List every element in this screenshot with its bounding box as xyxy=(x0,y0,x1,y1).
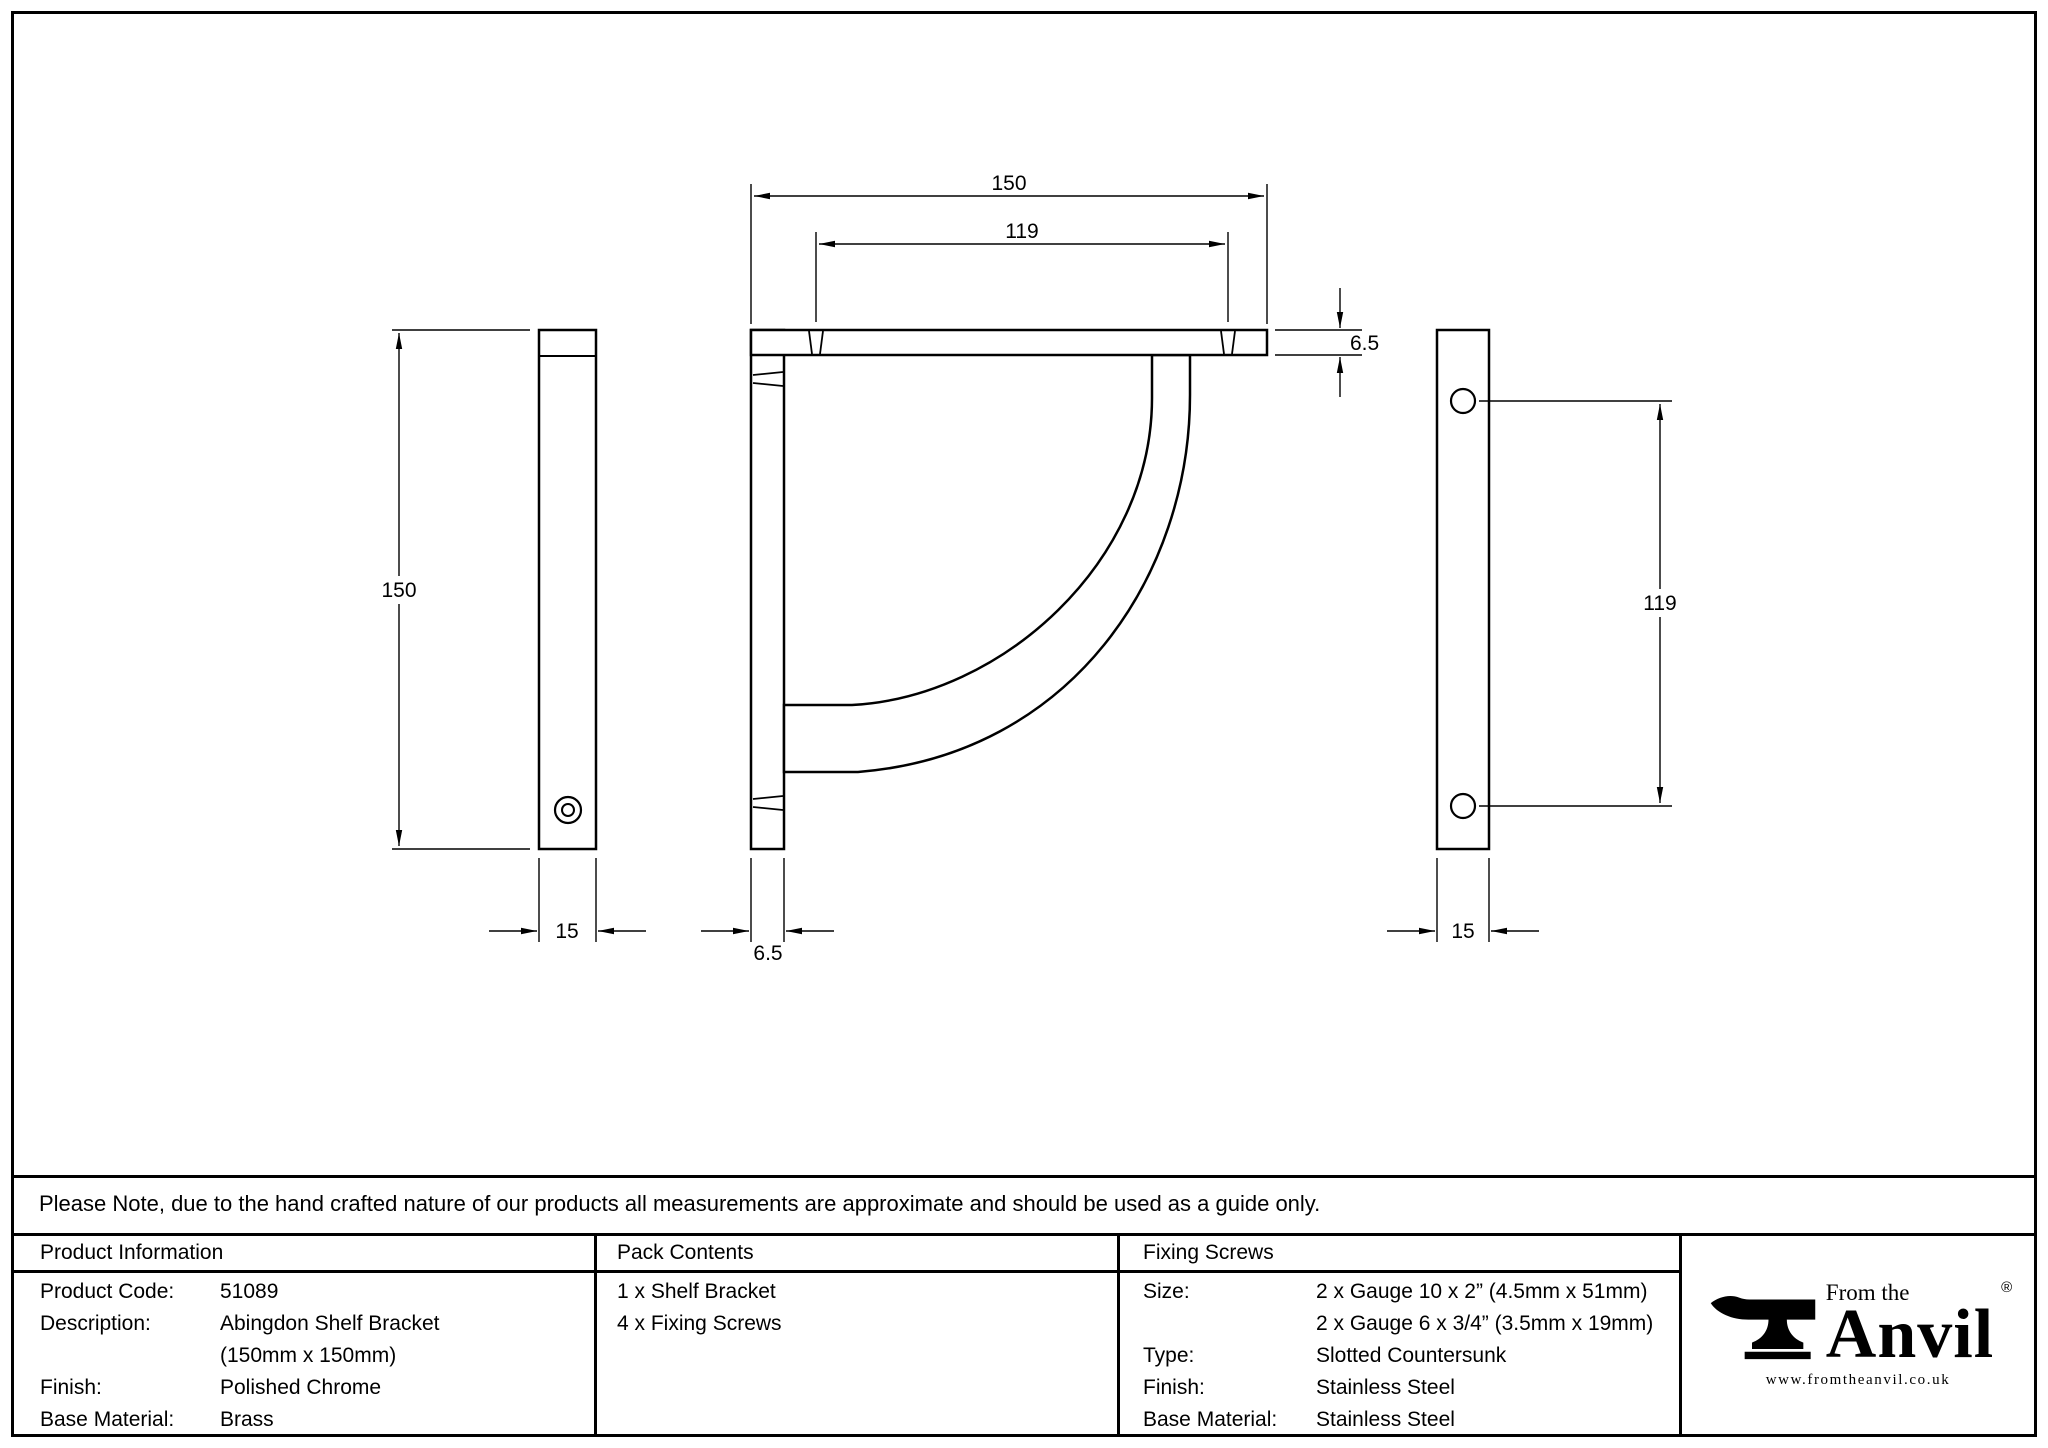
bracket-wall-plate xyxy=(749,328,786,851)
product-information-column: Product Information Product Code: 51089 … xyxy=(14,1236,594,1434)
table-row: Type: Slotted Countersunk xyxy=(1143,1344,1507,1367)
bracket-support-curve xyxy=(782,353,1192,774)
front-view xyxy=(749,328,1269,851)
back-view xyxy=(1435,328,1491,851)
pack-item: 1 x Shelf Bracket xyxy=(617,1280,776,1303)
logo-from-the: From the xyxy=(1825,1280,1910,1306)
technical-drawing: 150 15 150 119 xyxy=(374,172,1686,965)
registered-trademark-icon: ® xyxy=(2001,1279,2013,1297)
dim-arm-thickness: 6.5 xyxy=(1350,332,1379,355)
table-row: Description: Abingdon Shelf Bracket xyxy=(40,1312,440,1335)
table-row: Size: 2 x Gauge 10 x 2” (4.5mm x 51mm) xyxy=(1143,1280,1648,1303)
bracket-screw-holes xyxy=(752,330,1236,811)
product-information-header: Product Information xyxy=(14,1236,594,1273)
side-view-dimensions: 150 15 xyxy=(374,329,646,943)
table-row: (150mm x 150mm) xyxy=(220,1344,397,1367)
dim-side-height: 150 xyxy=(381,579,416,602)
back-hole-bottom xyxy=(1449,792,1477,820)
dim-side-depth: 15 xyxy=(555,920,578,943)
measurement-note: Please Note, due to the hand crafted nat… xyxy=(14,1175,2034,1230)
spec-table: Product Information Product Code: 51089 … xyxy=(14,1233,2034,1434)
side-view-screw-hole xyxy=(553,795,583,825)
fixing-screws-header: Fixing Screws xyxy=(1120,1236,1679,1273)
table-row: Base Material: Brass xyxy=(40,1408,274,1431)
pack-contents-column: Pack Contents 1 x Shelf Bracket 4 x Fixi… xyxy=(594,1236,1117,1434)
back-view-dimensions: 119 15 xyxy=(1387,400,1686,943)
table-row: Base Material: Stainless Steel xyxy=(1143,1408,1455,1431)
back-hole-top xyxy=(1449,387,1477,415)
logo-url: www.fromtheanvil.co.uk xyxy=(1765,1371,1951,1388)
bracket-shelf-arm xyxy=(749,328,1269,357)
dim-top-hole-spacing: 119 xyxy=(1005,220,1038,243)
logo-name: Anvil xyxy=(1825,1296,1995,1374)
fixing-screws-column: Fixing Screws Size: 2 x Gauge 10 x 2” (4… xyxy=(1117,1236,1679,1434)
table-row: Finish: Stainless Steel xyxy=(1143,1376,1455,1399)
dim-back-hole-spacing: 119 xyxy=(1643,592,1676,615)
brand-column: From the Anvil ® www.fromtheanvil.co.uk xyxy=(1679,1236,2034,1434)
from-the-anvil-logo: From the Anvil ® www.fromtheanvil.co.uk xyxy=(1708,1279,2012,1388)
anvil-icon xyxy=(1710,1295,1816,1359)
table-row: Product Code: 51089 xyxy=(40,1280,279,1303)
dim-plate-thickness: 6.5 xyxy=(753,942,782,965)
note-text: Please Note, due to the hand crafted nat… xyxy=(39,1191,1321,1216)
dim-top-width: 150 xyxy=(991,172,1026,195)
pack-item: 4 x Fixing Screws xyxy=(617,1312,782,1335)
front-view-dimensions: 150 119 6.5 6.5 xyxy=(701,172,1379,965)
table-row: 2 x Gauge 6 x 3/4” (3.5mm x 19mm) xyxy=(1316,1312,1654,1335)
dim-back-width: 15 xyxy=(1451,920,1474,943)
pack-contents-header: Pack Contents xyxy=(597,1236,1117,1273)
table-row: Finish: Polished Chrome xyxy=(40,1376,382,1399)
side-view xyxy=(537,328,598,851)
